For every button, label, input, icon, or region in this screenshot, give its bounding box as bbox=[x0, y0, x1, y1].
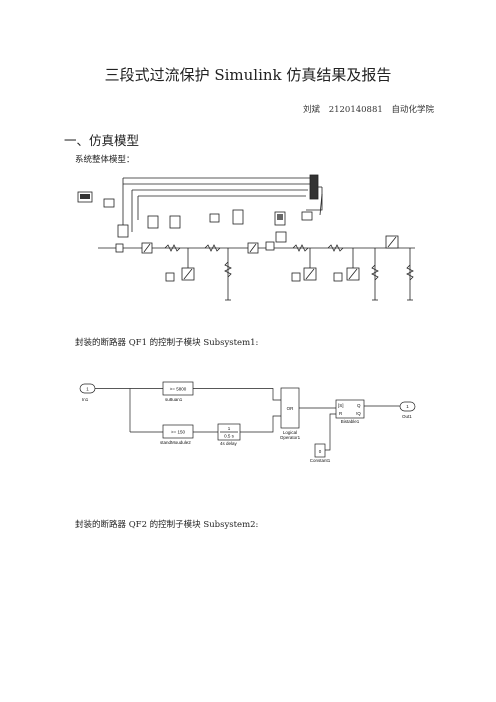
bistable-nq-port: !Q bbox=[356, 411, 361, 416]
in1-port-number: 1 bbox=[86, 387, 89, 392]
caption-overall-model: 系统整体模型： bbox=[75, 155, 135, 165]
bistable-r-port: R bbox=[339, 411, 343, 416]
out1-port-number: 1 bbox=[406, 404, 409, 409]
out1-port-shape bbox=[399, 401, 416, 412]
delay-numerator: 1 bbox=[228, 426, 231, 431]
in1-port-label: In1 bbox=[82, 397, 89, 402]
author-name: 刘斌 bbox=[302, 105, 320, 115]
bistable-s-port: [S] bbox=[338, 403, 344, 408]
delay-label: 4s delay bbox=[220, 441, 238, 446]
caption-subsystem2: 封装的断路器 QF2 的控制子模块 Subsystem2: bbox=[75, 520, 259, 530]
out1-port-label: Out1 bbox=[402, 414, 412, 419]
document-title: 三段式过流保护 Simulink 仿真结果及报告 bbox=[104, 66, 392, 84]
subsystem1-diagram: 1 In1 >= 5800 su8uan1 >= 150 standMoudul… bbox=[79, 381, 416, 463]
bistable-label: Bistable1 bbox=[341, 419, 360, 424]
caption-subsystem1: 封装的断路器 QF1 的控制子模块 Subsystem1: bbox=[75, 338, 259, 348]
compare-top-text: >= 5800 bbox=[170, 387, 187, 392]
compare-top-label: su8uan1 bbox=[165, 397, 183, 402]
constant-value: 0 bbox=[319, 449, 322, 454]
bistable-q-port: Q bbox=[357, 403, 361, 408]
logic-label-line2: Operator1 bbox=[280, 435, 301, 440]
system-model-diagram bbox=[77, 174, 415, 301]
compare-bottom-label: standMoudule2 bbox=[160, 440, 191, 445]
author-line: 刘斌 2120140881 自动化学院 bbox=[297, 103, 434, 115]
author-school: 自动化学院 bbox=[391, 105, 434, 115]
logic-operator-text: OR bbox=[287, 406, 295, 411]
author-student-id: 2120140881 bbox=[328, 105, 383, 115]
constant-label: Constant1 bbox=[310, 458, 331, 463]
compare-bottom-text: >= 150 bbox=[171, 430, 186, 435]
delay-denominator: 0.5 s bbox=[224, 434, 235, 439]
logic-label-line1: Logical bbox=[283, 430, 297, 435]
section-heading: 一、仿真模型 bbox=[64, 133, 140, 148]
